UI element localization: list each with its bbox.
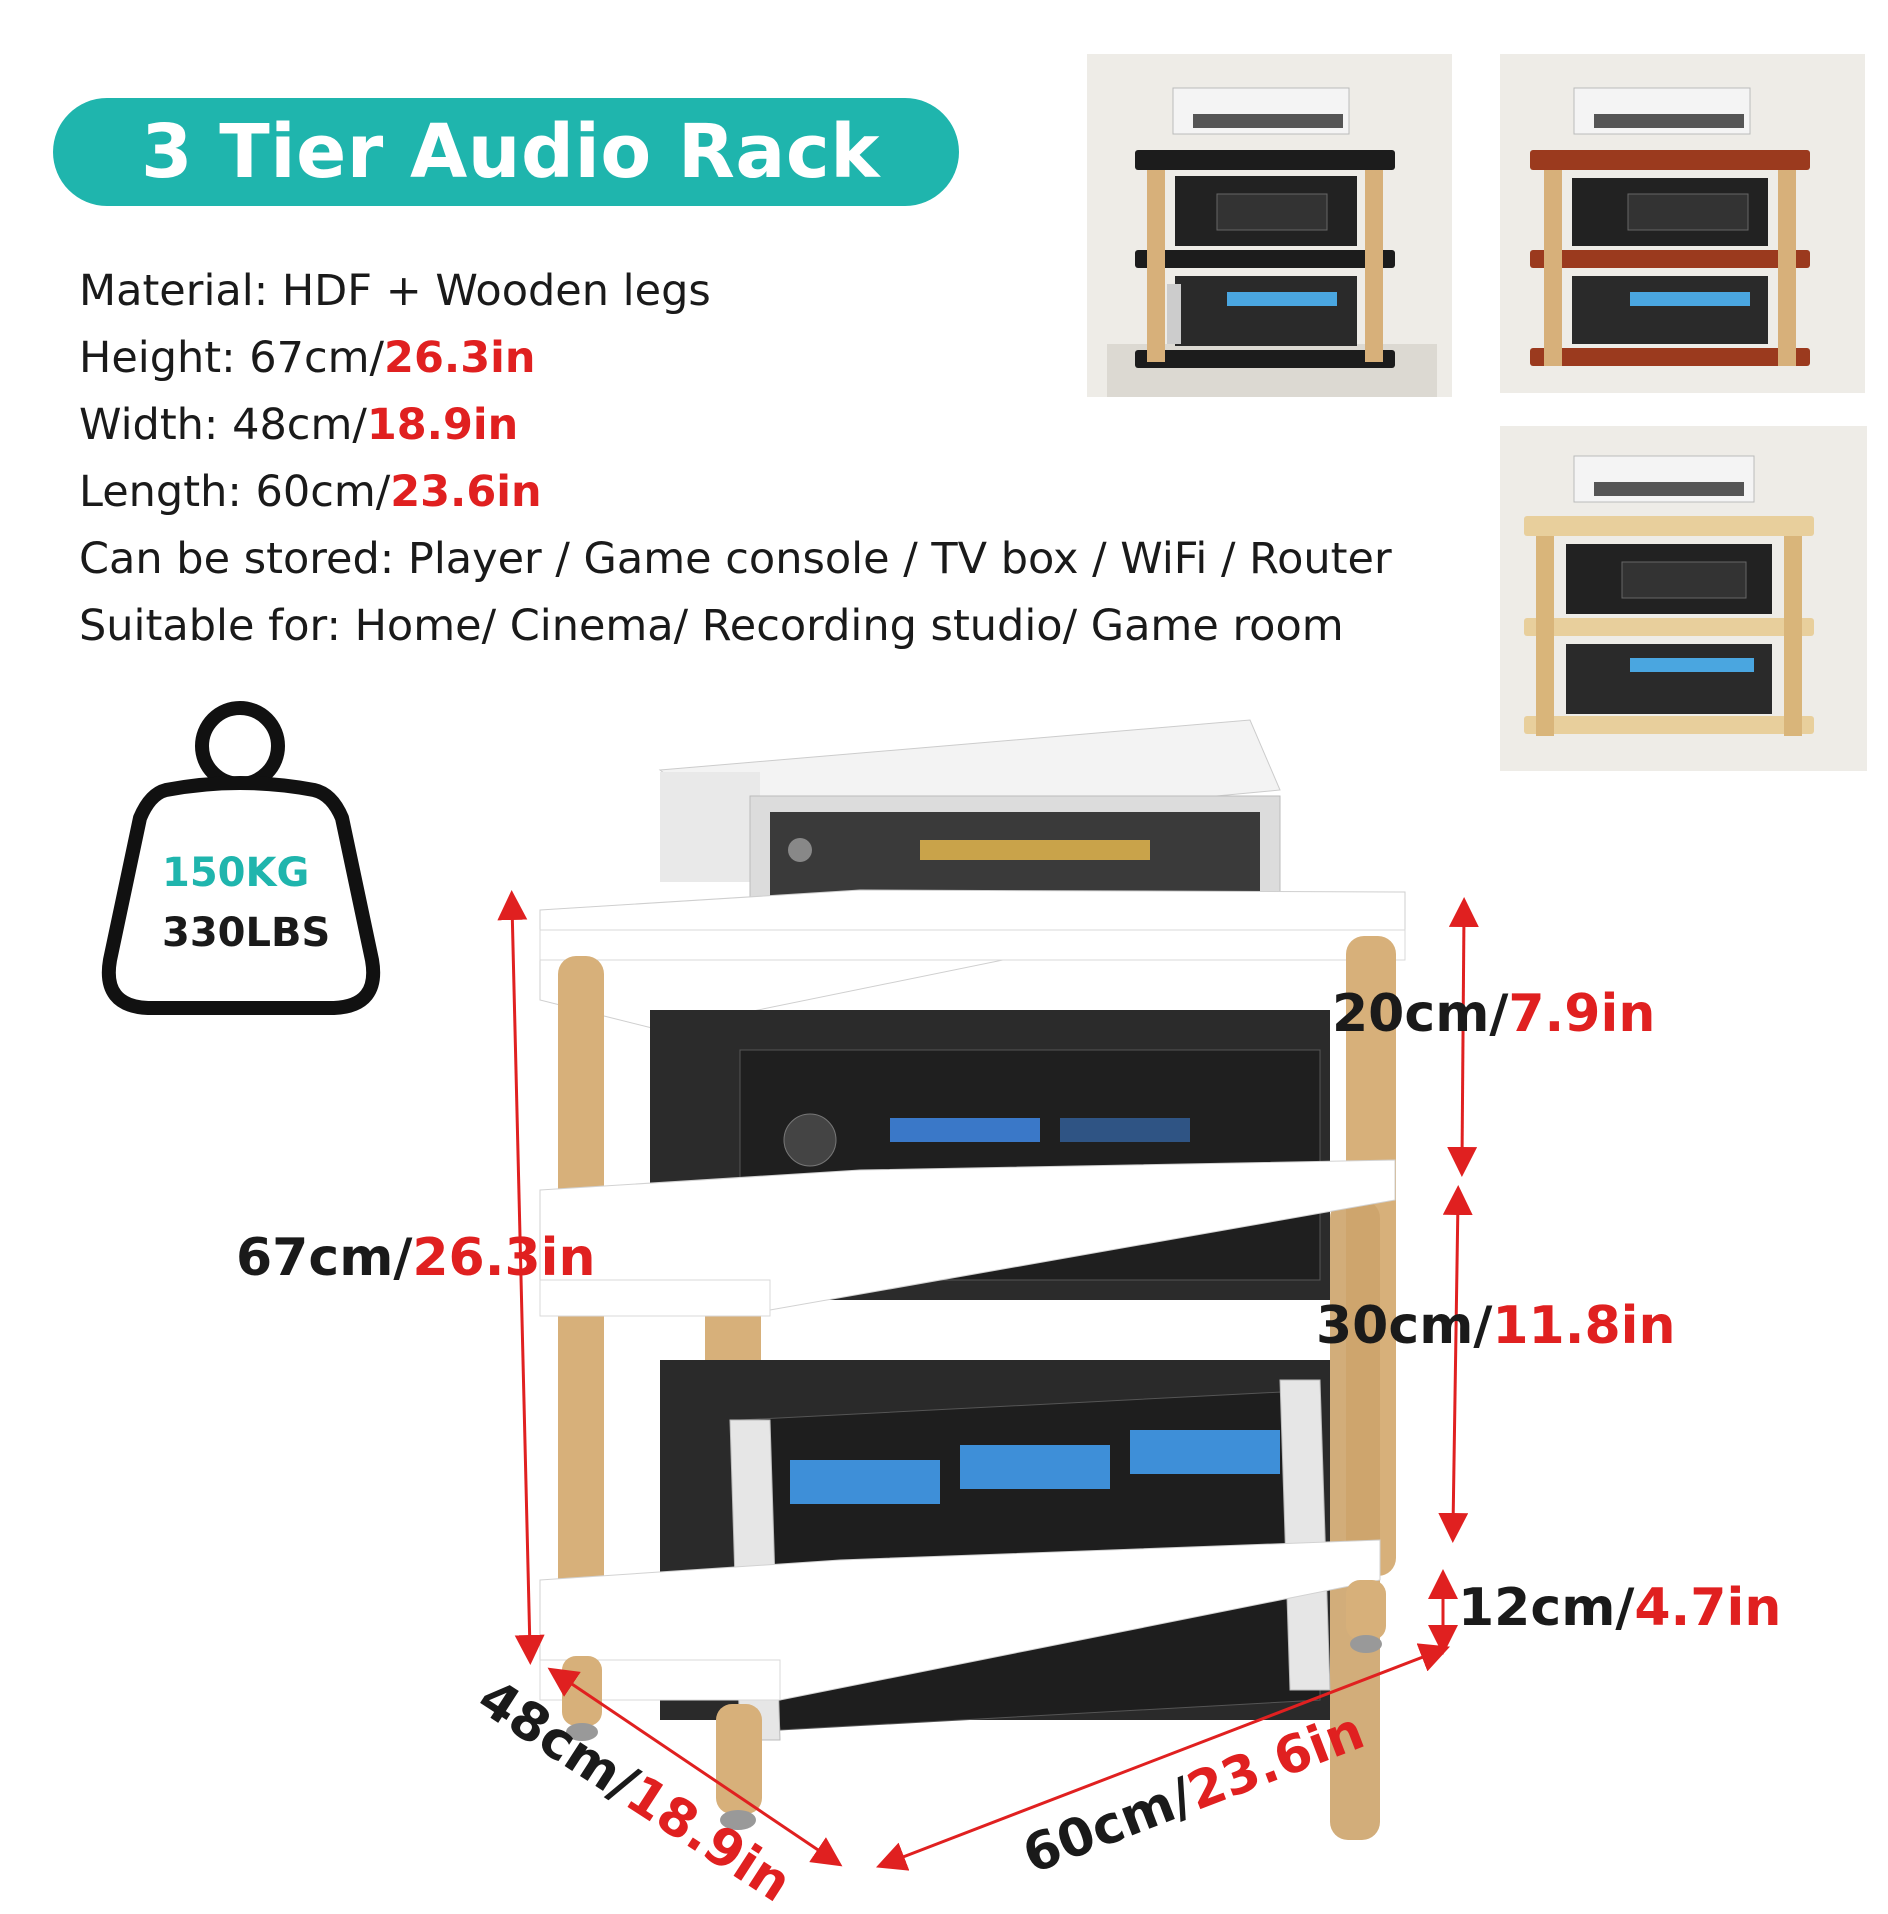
weight-capacity-icon — [101, 701, 381, 1015]
spec-width: Width: 48cm/18.9in — [79, 400, 519, 450]
variant-thumbnail-black — [1087, 54, 1452, 397]
page-title: 3 Tier Audio Rack — [141, 109, 880, 195]
weight-kg-label: 150KG — [162, 850, 310, 896]
spec-list: Material: HDF + Wooden legs Height: 67cm… — [79, 258, 1392, 660]
variant-thumbnail-natural-wood — [1500, 426, 1867, 771]
dim-middle-gap: 30cm/11.8in — [1316, 1296, 1676, 1356]
dim-foot-height: 12cm/4.7in — [1458, 1578, 1782, 1638]
spec-storage: Can be stored: Player / Game console / T… — [79, 534, 1392, 584]
rack-black-illustration — [1087, 54, 1452, 397]
spec-material: Material: HDF + Wooden legs — [79, 266, 711, 316]
rack-natural-wood-illustration — [1500, 426, 1867, 771]
title-banner: 3 Tier Audio Rack — [53, 98, 959, 206]
dim-total-height: 67cm/26.3in — [236, 1228, 596, 1288]
rack-red-brown-illustration — [1500, 54, 1865, 393]
weight-lbs-label: 330LBS — [162, 910, 331, 956]
main-rack-illustration — [539, 719, 1406, 1840]
spec-suitable: Suitable for: Home/ Cinema/ Recording st… — [79, 601, 1344, 651]
variant-thumbnail-red-brown — [1500, 54, 1865, 393]
dim-top-gap: 20cm/7.9in — [1332, 984, 1656, 1044]
spec-height: Height: 67cm/26.3in — [79, 333, 536, 383]
spec-length: Length: 60cm/23.6in — [79, 467, 542, 517]
